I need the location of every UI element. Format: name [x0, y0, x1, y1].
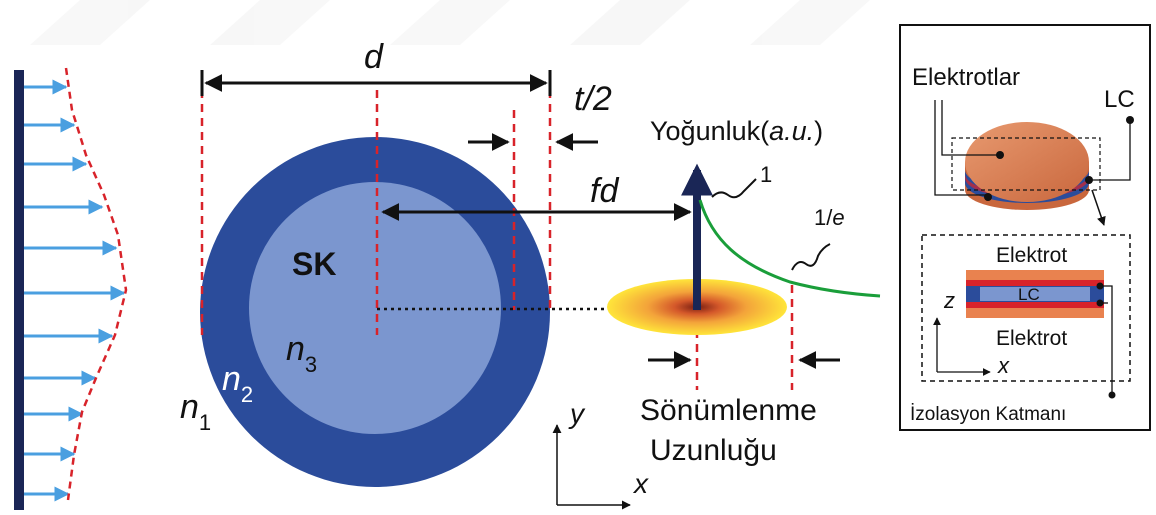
inset-panel	[899, 24, 1151, 431]
inset-label-lc: LC	[1104, 86, 1135, 113]
disk-highlight-box	[951, 137, 1101, 191]
zx-axes	[933, 317, 991, 376]
label-n1: n1	[180, 388, 211, 435]
label-n3: n3	[286, 330, 317, 377]
axis-label-x: x	[632, 468, 649, 499]
inset-axis-x: x	[997, 353, 1010, 378]
field-profile-dashed	[64, 67, 128, 501]
inset-leader-lines	[934, 100, 1131, 196]
inner-core	[249, 182, 501, 434]
axis-label-y: y	[568, 398, 586, 429]
cross-section-box	[921, 234, 1131, 382]
label-d: d	[364, 38, 384, 76]
inset-label-electrode-top: Elektrot	[996, 244, 1067, 267]
inset-label-lc-inner: LC	[1018, 285, 1040, 304]
squiggle-one-over-e	[791, 243, 831, 271]
label-t-half: t/2	[574, 80, 612, 118]
decay-curve	[698, 199, 881, 298]
inset-axis-z: z	[943, 288, 955, 313]
label-fd: fd	[590, 172, 619, 210]
inset-label-insulation: İzolasyon Katmanı	[910, 404, 1066, 425]
squiggle-one	[711, 178, 757, 199]
label-intensity: Yoğunluk(a.u.)	[650, 116, 823, 146]
label-n2: n2	[222, 360, 253, 407]
lc-disk	[965, 122, 1089, 210]
inset-label-electrode-bottom: Elektrot	[996, 327, 1067, 350]
inset-label-electrodes: Elektrotlar	[912, 64, 1020, 91]
label-one: 1	[760, 162, 772, 187]
label-decay-line1: Sönümlenme	[640, 394, 817, 427]
watermark-chevrons	[30, 0, 870, 45]
field-arrows	[24, 79, 126, 502]
label-decay-line2: Uzunluğu	[650, 434, 777, 467]
source-bar	[14, 70, 24, 510]
label-sk: SK	[292, 246, 336, 282]
cross-section-stack	[966, 270, 1104, 318]
label-one-over-e: 1/e	[814, 205, 845, 230]
xy-axes	[552, 424, 631, 510]
